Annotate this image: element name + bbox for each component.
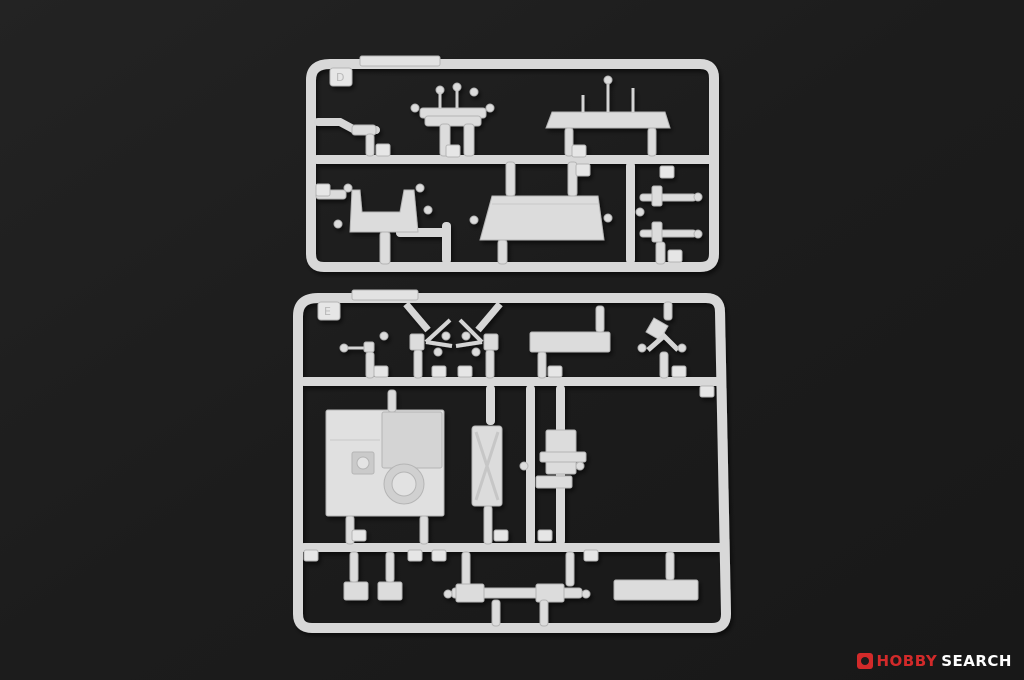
part-e5 (637, 301, 687, 379)
part-e3 (403, 301, 503, 379)
part-d4 (315, 183, 433, 265)
sprue-d-frame (306, 59, 719, 272)
sprue-e: E (293, 289, 731, 633)
part-e13 (303, 549, 369, 601)
sprue-d-letter: D (336, 71, 344, 84)
sprue-e-letter-tab (317, 301, 341, 321)
sprue-d-runner-vertical (626, 162, 635, 264)
part-e6 (325, 389, 445, 545)
sprue-d-label-plate (359, 55, 441, 67)
part-d1 (314, 118, 391, 157)
part-e4 (529, 305, 611, 379)
part-e12 (377, 549, 423, 601)
sprue-d-runner-horizontal (313, 155, 713, 164)
part-d2 (410, 82, 495, 158)
sprue-e-letter: E (324, 305, 331, 318)
part-e2 (409, 318, 453, 379)
part-e1 (339, 331, 389, 379)
watermark-hobby: HOBBY (876, 652, 938, 670)
watermark-search: SEARCH (941, 652, 1012, 670)
sprue-d: D (306, 55, 719, 272)
part-e8 (519, 429, 587, 542)
hobbysearch-logo-icon (856, 653, 873, 669)
sprue-e-label-plate (351, 289, 419, 301)
part-d7 (639, 221, 703, 265)
part-e7 (471, 425, 509, 545)
sprue-e-runner-lower (300, 543, 724, 552)
part-d6 (635, 165, 703, 217)
sprue-d-letter-tab (329, 67, 353, 87)
part-d5 (469, 161, 613, 265)
sprue-e-frame (293, 293, 731, 633)
part-d3 (545, 75, 671, 158)
part-e10 (443, 549, 599, 627)
part-e11 (613, 385, 715, 601)
sprue-e-runner-upper (300, 377, 720, 386)
